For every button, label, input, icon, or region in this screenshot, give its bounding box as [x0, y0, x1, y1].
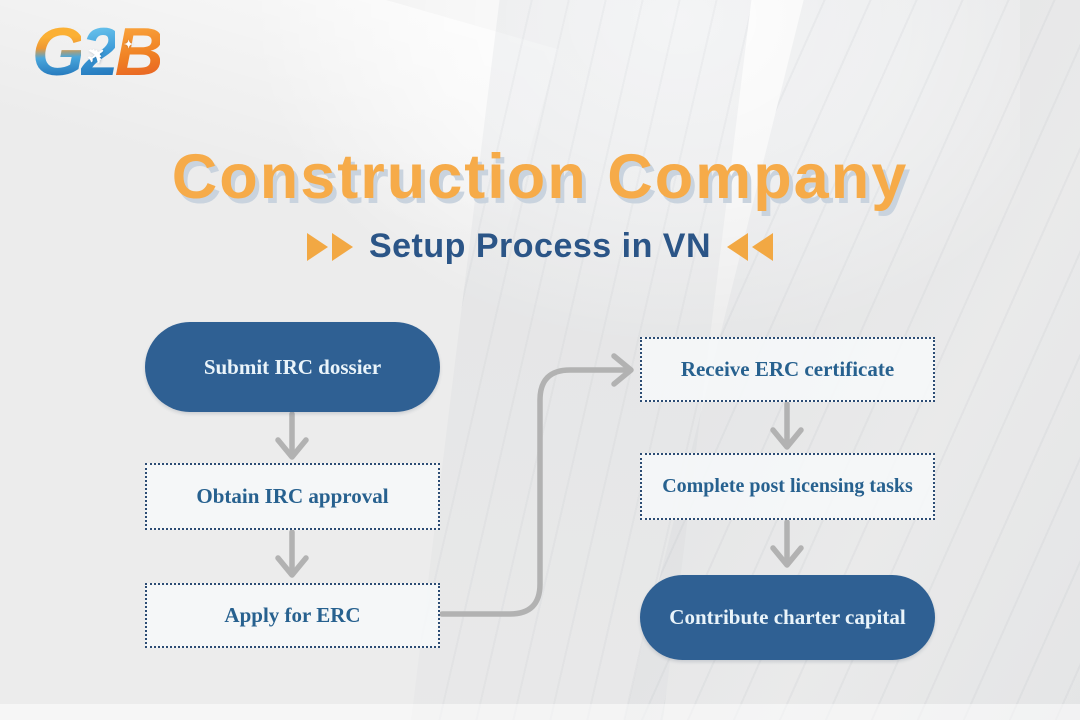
flow-step-contribute-charter-capital: Contribute charter capital	[640, 575, 935, 660]
page-subtitle: Setup Process in VN	[368, 227, 712, 265]
flow-step-receive-erc-certificate: Receive ERC certificate	[640, 337, 935, 402]
flow-step-apply-for-erc: Apply for ERC	[145, 583, 440, 648]
page-title: Construction Company	[171, 142, 909, 212]
sparkle-icon: ✦	[124, 39, 133, 51]
logo-letter-g: G	[32, 14, 85, 90]
left-triangle-icon	[752, 232, 774, 261]
flow-step-complete-post-licensing-tasks: Complete post licensing tasks	[640, 453, 935, 520]
double-right-arrows-icon	[306, 232, 353, 261]
subtitle-row: Setup Process in VN	[0, 227, 1080, 266]
right-triangle-icon	[331, 232, 353, 261]
flow-step-submit-irc-dossier: Submit IRC dossier	[145, 322, 440, 412]
left-triangle-icon	[727, 232, 749, 261]
g2b-logo: G2B ✈ ✦	[32, 14, 164, 90]
down-arrow	[275, 529, 309, 578]
down-arrow	[770, 519, 804, 568]
right-triangle-icon	[306, 232, 328, 261]
flow-step-obtain-irc-approval: Obtain IRC approval	[145, 463, 440, 530]
down-arrow	[770, 401, 804, 450]
down-arrow	[275, 411, 309, 460]
elbow-connector-arrow	[439, 353, 634, 617]
logo-letter-b: B	[114, 14, 164, 90]
double-left-arrows-icon	[727, 232, 774, 261]
